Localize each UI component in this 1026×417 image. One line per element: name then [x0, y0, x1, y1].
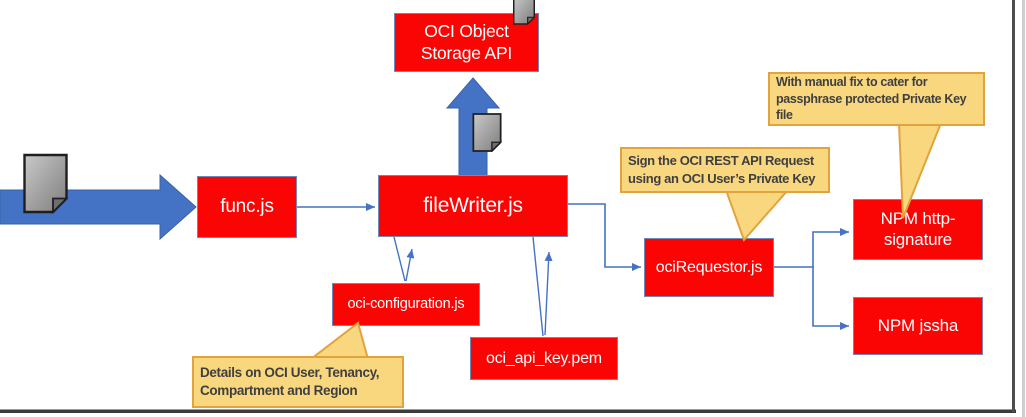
callout-config-details: Details on OCI User, Tenancy, Compartmen…: [192, 356, 404, 408]
node-oci-configuration-js: oci-configuration.js: [332, 283, 480, 326]
connector-ocirequestor-to-npmhttp: [774, 228, 849, 268]
callout-manual-fix-text: With manual fix to cater for passphrase …: [776, 74, 967, 123]
node-ocirequestor-js-label: ociRequestor.js: [655, 258, 763, 276]
callout-config-details-text: Details on OCI User, Tenancy, Compartmen…: [200, 364, 380, 398]
callout-tail-config-details: [308, 321, 370, 360]
window-right-border: [1012, 0, 1015, 412]
connector-apikey-to-filewriter: [544, 251, 553, 336]
connector-filewriter-to-ociconfig: [393, 236, 406, 282]
connector-filewriter-to-apikey: [532, 236, 544, 337]
node-npm-jssha-label: NPM jssha: [877, 315, 959, 335]
window-bottom-border: [0, 409, 1016, 413]
node-func-js: func.js: [197, 176, 297, 238]
window-edge-strip: [1022, 0, 1025, 417]
connector-filewriter-to-ocirequestor: [568, 203, 641, 271]
document-icon: [23, 153, 68, 215]
document-icon: [472, 113, 502, 152]
node-oci-object-storage-api-label: OCI Object Storage API: [420, 21, 513, 63]
callout-manual-fix: With manual fix to cater for passphrase …: [768, 72, 985, 126]
connector-ociconfig-to-filewriter: [405, 248, 415, 282]
node-npm-jssha: NPM jssha: [853, 297, 983, 355]
callout-tail-sign-request: [724, 189, 791, 242]
node-filewriter-js: fileWriter.js: [378, 175, 568, 237]
node-ocirequestor-js: ociRequestor.js: [644, 238, 774, 297]
node-func-js-label: func.js: [220, 196, 274, 218]
callout-sign-request: Sign the OCI REST API Request using an O…: [620, 147, 830, 193]
node-oci-api-key-pem-label: oci_api_key.pem: [486, 349, 602, 367]
node-npm-http-signature: NPM http- signature: [853, 199, 983, 260]
node-oci-api-key-pem: oci_api_key.pem: [470, 337, 618, 380]
callout-sign-request-text: Sign the OCI REST API Request using an O…: [628, 153, 816, 186]
document-icon: [513, 0, 535, 25]
node-npm-http-signature-label: NPM http- signature: [880, 208, 956, 249]
connector-ocirequestor-to-npmjssha: [812, 267, 849, 330]
node-filewriter-js-label: fileWriter.js: [423, 194, 523, 218]
node-oci-configuration-js-label: oci-configuration.js: [347, 295, 465, 312]
